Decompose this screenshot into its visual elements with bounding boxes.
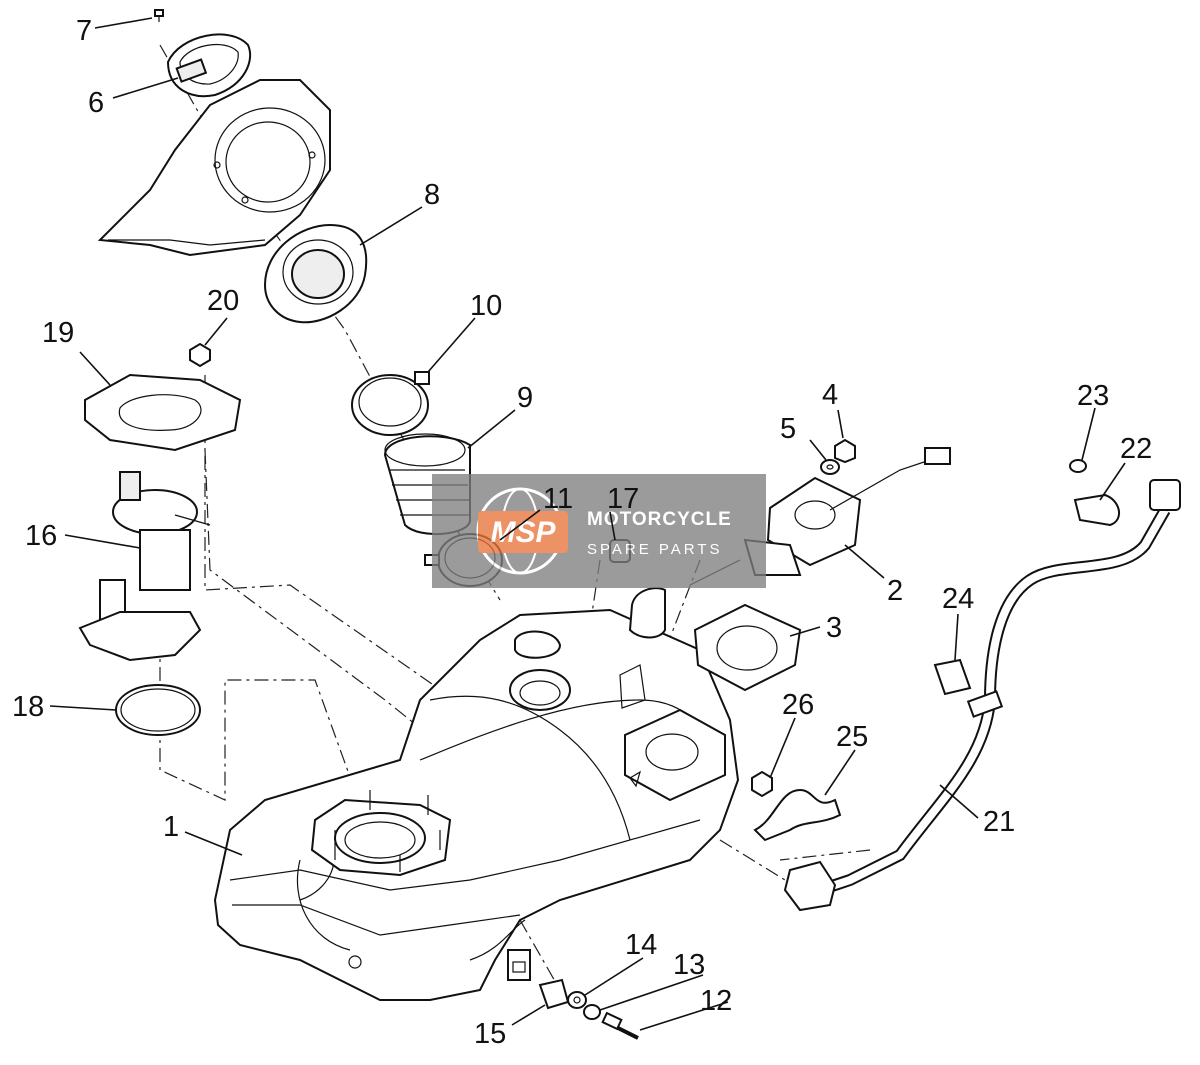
pump-o-ring — [115, 684, 201, 736]
callout-17: 17 — [607, 483, 639, 515]
callout-9: 9 — [517, 382, 533, 414]
callout-3: 3 — [826, 612, 842, 644]
callout-24: 24 — [942, 583, 974, 615]
bracket-screw — [1069, 459, 1087, 473]
flange-nut — [189, 342, 211, 368]
hose-clip — [933, 658, 972, 696]
callout-14: 14 — [625, 929, 657, 961]
leader-lines — [49, 17, 1126, 1031]
callout-12: 12 — [700, 985, 732, 1017]
callout-6: 6 — [88, 87, 104, 119]
fuel-hose — [783, 479, 1181, 912]
callout-13: 13 — [673, 949, 705, 981]
callout-15: 15 — [474, 1018, 506, 1050]
bracket-nut — [751, 770, 773, 798]
callout-16: 16 — [25, 520, 57, 552]
callout-2: 2 — [887, 575, 903, 607]
watermark-logo: MSP — [490, 516, 556, 549]
hose-bracket-clamp — [1073, 493, 1120, 527]
mount-washer — [567, 991, 587, 1009]
watermark-subtitle: SPARE PARTS — [587, 541, 723, 558]
sender-gasket — [693, 603, 802, 692]
hose-clamp — [351, 371, 430, 436]
watermark-title: MOTORCYCLE — [587, 509, 732, 530]
screw — [154, 9, 164, 22]
callout-22: 22 — [1120, 433, 1152, 465]
fuel-tank — [213, 608, 740, 1001]
callout-8: 8 — [424, 179, 440, 211]
callout-1: 1 — [163, 811, 179, 843]
callout-4: 4 — [822, 379, 838, 411]
filler-cap — [166, 33, 252, 98]
fuel-pump — [78, 471, 211, 662]
watermark-logo-box — [478, 511, 568, 553]
callout-11: 11 — [543, 483, 573, 515]
tank-cover — [97, 79, 331, 257]
callout-labels: 7 6 8 20 10 19 9 4 23 5 22 11 17 16 2 24… — [12, 15, 1152, 1050]
callout-7: 7 — [76, 15, 92, 47]
callout-20: 20 — [207, 285, 239, 317]
callout-19: 19 — [42, 317, 74, 349]
callout-26: 26 — [782, 689, 814, 721]
callout-18: 18 — [12, 691, 44, 723]
mount-rubber — [538, 978, 570, 1010]
mount-spacer — [583, 1004, 601, 1020]
callout-10: 10 — [470, 290, 502, 322]
filler-ring — [263, 223, 368, 324]
nut — [834, 438, 856, 464]
mount-bolt — [601, 1011, 639, 1040]
callout-23: 23 — [1077, 380, 1109, 412]
mounting-bracket — [753, 788, 842, 842]
callout-25: 25 — [836, 721, 868, 753]
pump-gasket — [84, 373, 242, 452]
washer — [820, 459, 840, 475]
watermark: MSP MOTORCYCLE SPARE PARTS — [432, 474, 766, 588]
callout-5: 5 — [780, 413, 796, 445]
callout-21: 21 — [983, 806, 1015, 838]
